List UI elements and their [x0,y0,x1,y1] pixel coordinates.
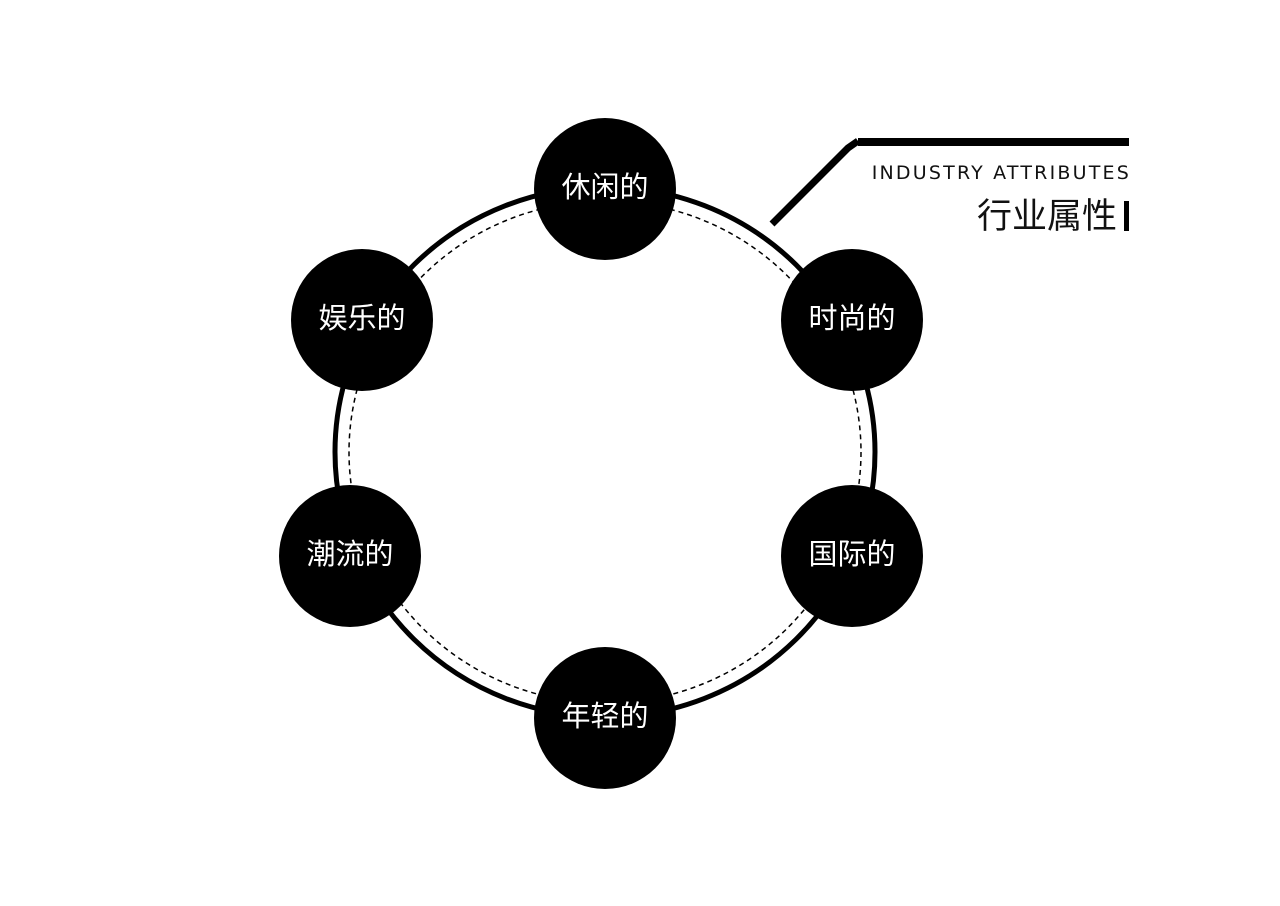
node-circle [534,118,676,260]
node-label: 潮流的 [306,537,393,571]
caption-leader [769,138,1129,227]
node-circle [279,485,421,627]
attribute-node: 年轻的 [534,647,676,789]
node-label: 时尚的 [808,301,895,335]
node-circle [781,485,923,627]
node-label: 休闲的 [561,170,648,204]
attribute-node: 国际的 [781,485,923,627]
node-label: 年轻的 [561,699,648,733]
node-circle [291,249,433,391]
caption-bar-accent [1124,201,1129,231]
inner-dashed-ring [348,200,862,704]
attribute-node: 休闲的 [534,118,676,260]
node-label: 娱乐的 [318,301,405,335]
caption-english: INDUSTRY ATTRIBUTES [872,162,1131,184]
node-circle [781,249,923,391]
node-label: 国际的 [808,537,895,571]
outer-ring [332,184,878,720]
node-circle [534,647,676,789]
attribute-node: 娱乐的 [291,249,433,391]
attribute-node: 时尚的 [781,249,923,391]
attribute-node: 潮流的 [279,485,421,627]
caption-chinese: 行业属性 [977,197,1117,237]
